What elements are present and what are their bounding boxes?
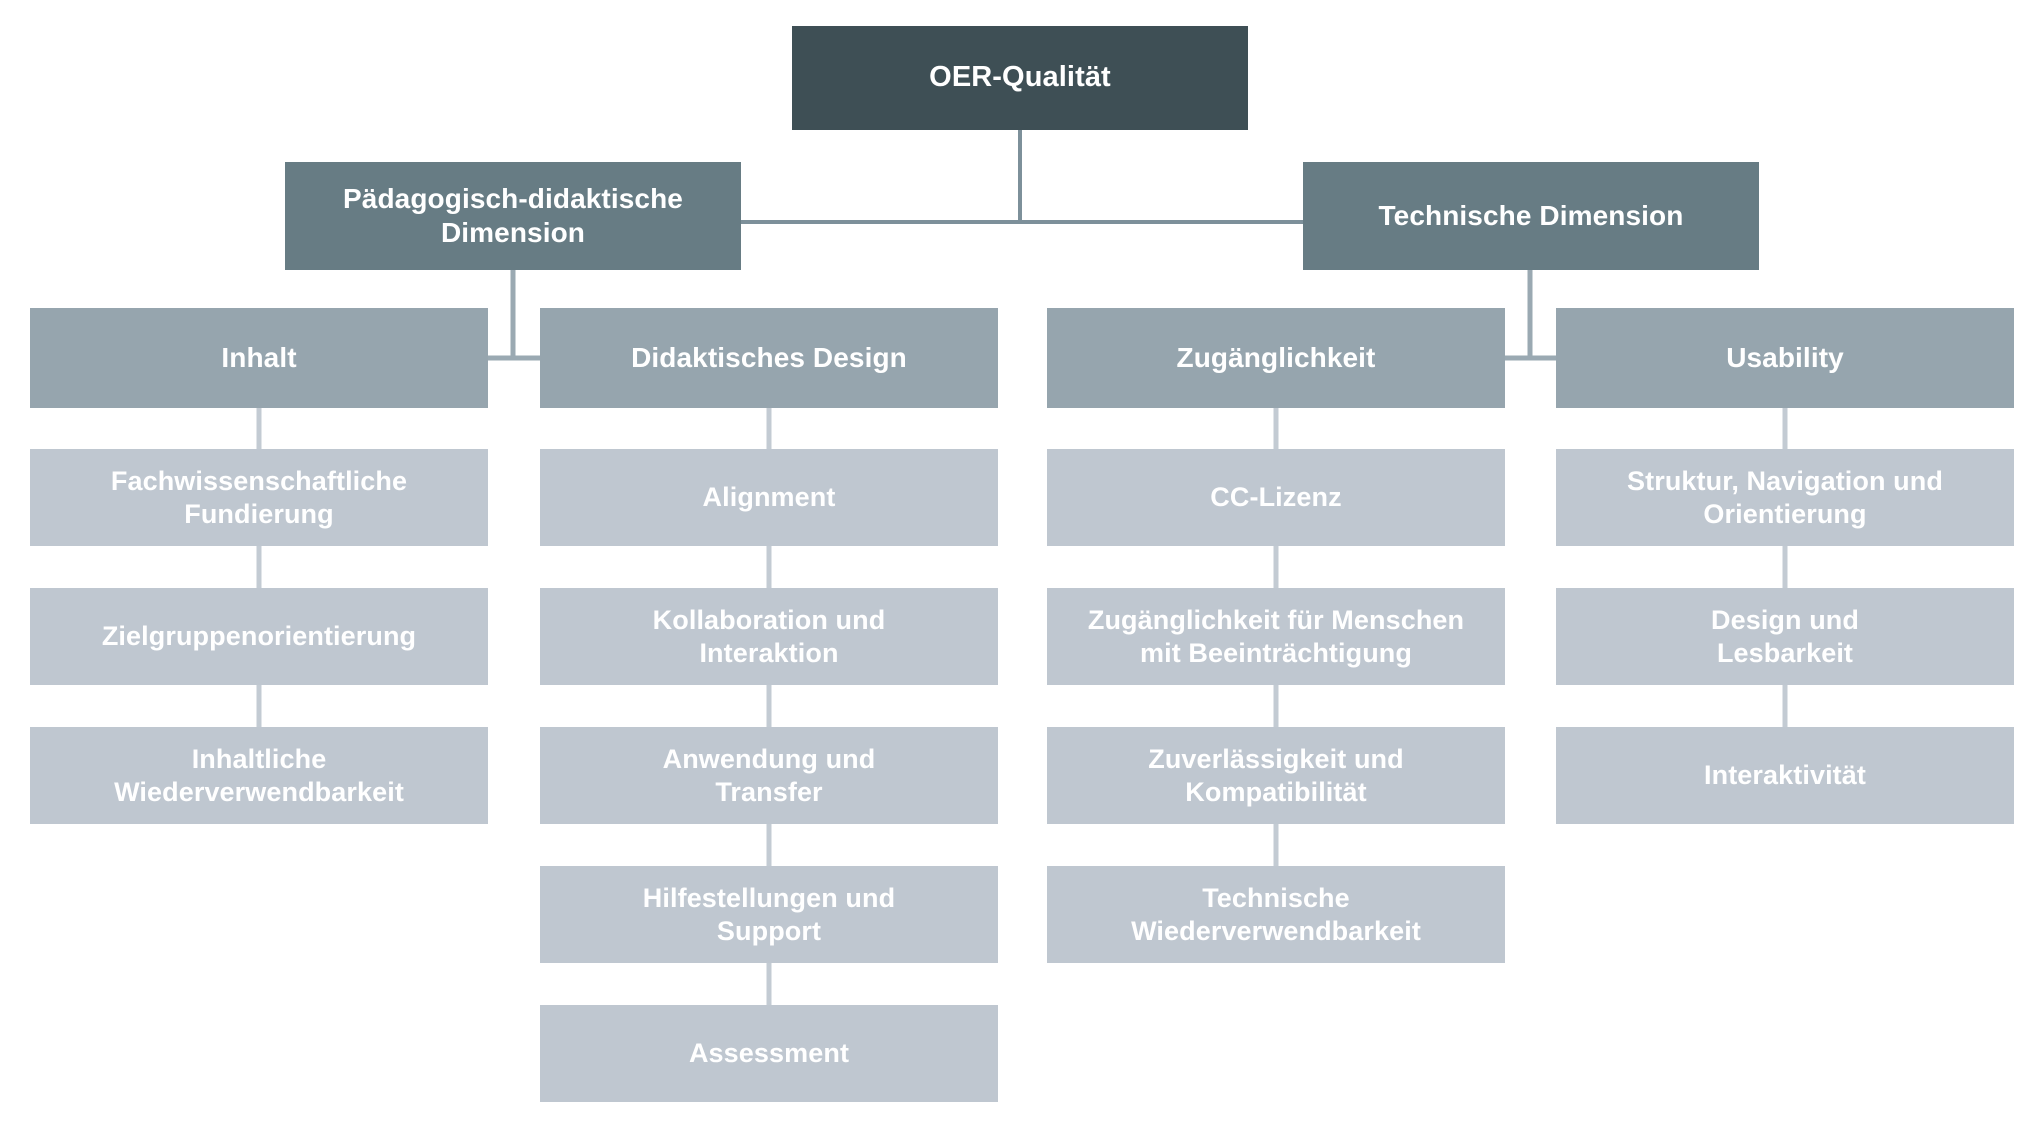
- node-struktur-navigation-und-orientierung[interactable]: Struktur, Navigation und Orientierung: [1556, 449, 2014, 546]
- node-label: Zuverlässigkeit und Kompatibilität: [1148, 743, 1404, 807]
- edge-paed-to-categories: [488, 270, 540, 361]
- node-label: Didaktisches Design: [631, 341, 907, 373]
- node-label: Struktur, Navigation und Orientierung: [1627, 465, 1943, 529]
- node-interaktivitaet[interactable]: Interaktivität: [1556, 727, 2014, 824]
- node-label: Fachwissenschaftliche Fundierung: [110, 465, 408, 529]
- node-oer-qualitaet[interactable]: OER-Qualität: [792, 26, 1248, 130]
- node-label: Inhalt: [221, 341, 297, 373]
- node-label: Technische Dimension: [1378, 199, 1684, 231]
- node-label: Interaktivität: [1704, 760, 1866, 791]
- node-inhalt[interactable]: Inhalt: [30, 308, 488, 408]
- node-label: Usability: [1726, 341, 1844, 373]
- node-cc-lizenz[interactable]: CC-Lizenz: [1047, 449, 1505, 546]
- node-technische-wiederverwendbarkeit[interactable]: Technische Wiederverwendbarkeit: [1047, 866, 1505, 963]
- node-usability[interactable]: Usability: [1556, 308, 2014, 408]
- node-fachwissenschaftliche-fundierung[interactable]: Fachwissenschaftliche Fundierung: [30, 449, 488, 546]
- node-label: Zielgruppenorientierung: [101, 621, 417, 652]
- node-paedagogisch-didaktische-dimension[interactable]: Pädagogisch-didaktische Dimension: [285, 162, 741, 270]
- node-kollaboration-und-interaktion[interactable]: Kollaboration und Interaktion: [540, 588, 998, 685]
- node-label: Design und Lesbarkeit: [1711, 604, 1859, 668]
- node-alignment[interactable]: Alignment: [540, 449, 998, 546]
- node-label: Assessment: [688, 1038, 850, 1069]
- node-zuverlaessigkeit-und-kompatibilitaet[interactable]: Zuverlässigkeit und Kompatibilität: [1047, 727, 1505, 824]
- node-label: Kollaboration und Interaktion: [652, 604, 886, 668]
- edge-tech-to-categories: [1505, 270, 1556, 361]
- node-hilfestellungen-und-support[interactable]: Hilfestellungen und Support: [540, 866, 998, 963]
- node-label: Hilfestellungen und Support: [642, 882, 896, 946]
- node-zielgruppenorientierung[interactable]: Zielgruppenorientierung: [30, 588, 488, 685]
- node-label: CC-Lizenz: [1210, 482, 1342, 513]
- node-didaktisches-design[interactable]: Didaktisches Design: [540, 308, 998, 408]
- node-zugaenglichkeit-fuer-menschen-mit-beeintraechtigung[interactable]: Zugänglichkeit für Menschen mit Beeinträ…: [1047, 588, 1505, 685]
- node-zugaenglichkeit[interactable]: Zugänglichkeit: [1047, 308, 1505, 408]
- node-label: Zugänglichkeit: [1176, 341, 1376, 373]
- node-label: Pädagogisch-didaktische Dimension: [343, 182, 683, 248]
- edge-root-to-dimensions: [741, 130, 1303, 224]
- node-label: OER-Qualität: [929, 61, 1111, 94]
- node-technische-dimension[interactable]: Technische Dimension: [1303, 162, 1759, 270]
- node-label: Inhaltliche Wiederverwendbarkeit: [114, 743, 404, 807]
- node-label: Technische Wiederverwendbarkeit: [1131, 882, 1421, 946]
- node-inhaltliche-wiederverwendbarkeit[interactable]: Inhaltliche Wiederverwendbarkeit: [30, 727, 488, 824]
- node-label: Anwendung und Transfer: [662, 743, 876, 807]
- node-label: Alignment: [702, 482, 836, 513]
- node-design-und-lesbarkeit[interactable]: Design und Lesbarkeit: [1556, 588, 2014, 685]
- node-assessment[interactable]: Assessment: [540, 1005, 998, 1102]
- node-label: Zugänglichkeit für Menschen mit Beeinträ…: [1087, 604, 1465, 668]
- node-anwendung-und-transfer[interactable]: Anwendung und Transfer: [540, 727, 998, 824]
